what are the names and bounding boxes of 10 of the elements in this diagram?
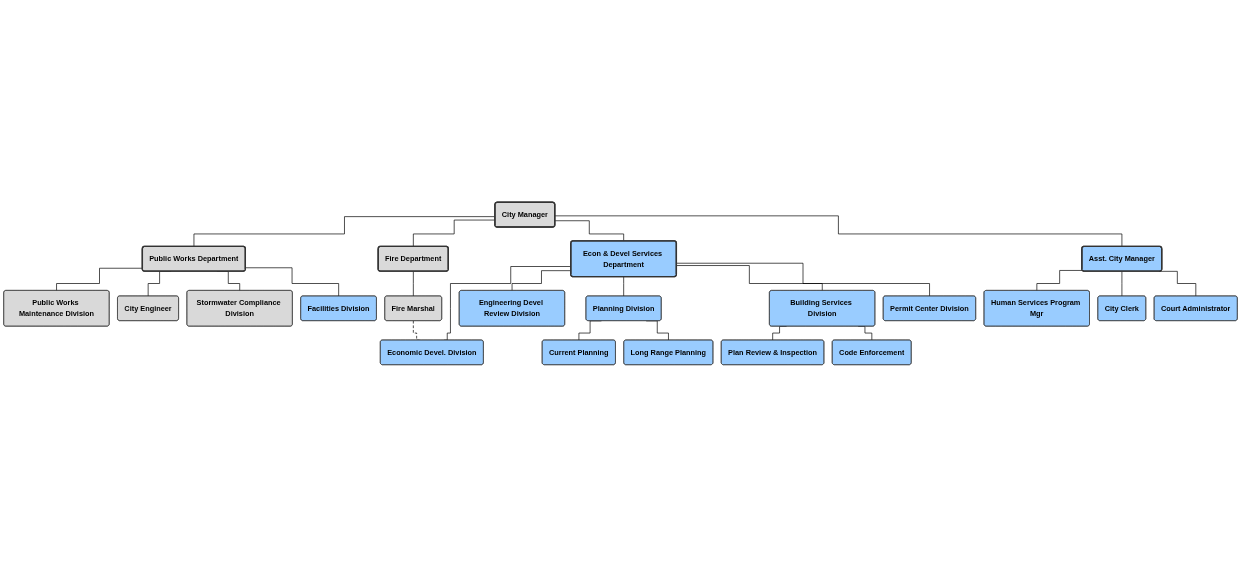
connector: [554, 220, 625, 242]
connector: [676, 262, 930, 297]
connector: [623, 276, 625, 297]
connector: [1121, 271, 1123, 297]
connector: [413, 271, 414, 297]
connector: [56, 267, 143, 291]
connector: [554, 215, 1123, 247]
connector: [245, 267, 340, 297]
connector: [676, 265, 823, 291]
connector: [1036, 270, 1083, 291]
